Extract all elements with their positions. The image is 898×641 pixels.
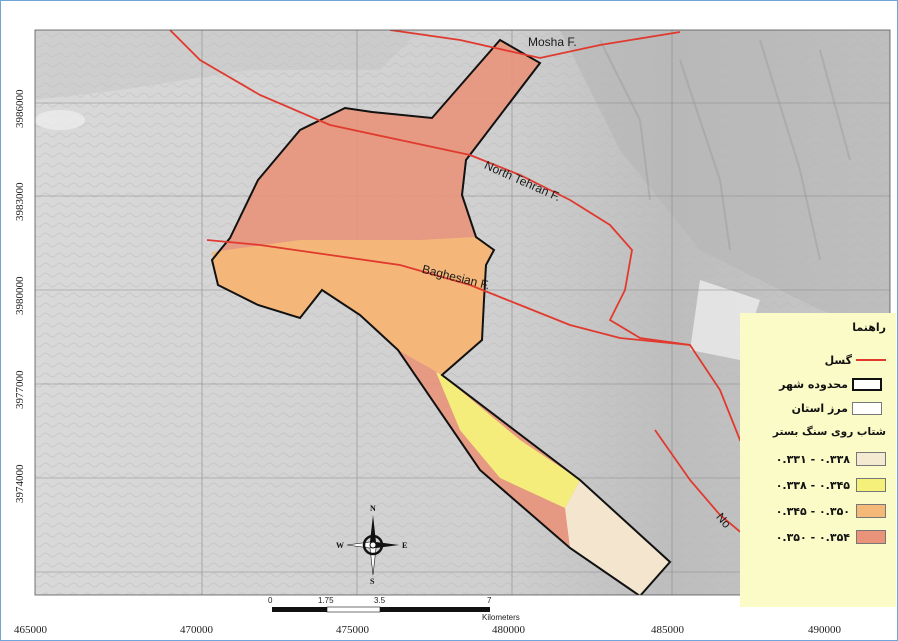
legend-class-label: ۰.۳۴۵ - ۰.۳۵۰ — [775, 504, 850, 518]
y-tick-label: 3977000 — [14, 370, 26, 410]
legend-fault-label: گسل — [824, 353, 852, 367]
x-tick-label: 480000 — [492, 624, 525, 636]
compass-east: E — [402, 541, 408, 550]
y-tick-label: 3986000 — [14, 89, 26, 129]
legend-class: ۰.۳۵۰ - ۰.۳۵۴ — [750, 524, 886, 550]
scale-bar — [272, 606, 490, 613]
legend-class-label: ۰.۳۳۸ - ۰.۳۴۵ — [775, 478, 850, 492]
fault-label-mosha: Mosha F. — [528, 35, 577, 49]
legend-class-swatch — [856, 530, 886, 544]
legend-class-label: ۰.۳۵۰ - ۰.۳۵۴ — [775, 530, 850, 544]
map-legend: راهنما گسل محدوده شهر مرز استان شتاب روی… — [740, 313, 896, 607]
x-tick-label: 490000 — [808, 624, 841, 636]
legend-class: ۰.۳۴۵ - ۰.۳۵۰ — [750, 498, 886, 524]
x-tick-label: 485000 — [651, 624, 684, 636]
y-tick-label: 3974000 — [14, 464, 26, 504]
fault-north-tehran — [169, 30, 791, 531]
legend-class-label: ۰.۳۳۱ - ۰.۳۳۸ — [775, 452, 850, 466]
legend-city-label: محدوده شهر — [779, 377, 848, 391]
legend-class-swatch — [856, 478, 886, 492]
x-tick-label: 470000 — [180, 624, 213, 636]
province-boundary-symbol — [852, 401, 882, 415]
city-boundary-symbol — [852, 377, 882, 391]
scale-tick: 3.5 — [374, 596, 386, 605]
legend-class: ۰.۳۳۱ - ۰.۳۳۸ — [750, 446, 886, 472]
x-tick-label: 465000 — [14, 624, 47, 636]
legend-class: ۰.۳۳۸ - ۰.۳۴۵ — [750, 472, 886, 498]
fault-mosha — [389, 30, 681, 59]
y-tick-label: 3983000 — [14, 182, 26, 222]
fault-baghesian — [206, 239, 691, 346]
legend-class-swatch — [856, 504, 886, 518]
compass-west: W — [336, 541, 344, 550]
compass-north: N — [370, 504, 376, 513]
legend-province-label: مرز استان — [791, 401, 848, 415]
x-tick-label: 475000 — [336, 624, 369, 636]
legend-item-province: مرز استان — [750, 396, 886, 420]
scale-unit: Kilometers — [482, 613, 520, 622]
y-tick-label: 3980000 — [14, 276, 26, 316]
fault-line-symbol — [856, 359, 886, 361]
compass-south: S — [370, 577, 375, 586]
legend-item-city: محدوده شهر — [750, 372, 886, 396]
legend-item-fault: گسل — [750, 348, 886, 372]
north-arrow — [346, 515, 399, 576]
scale-tick: 1.75 — [318, 596, 334, 605]
legend-title: راهنما — [852, 321, 886, 334]
scale-tick: 0 — [268, 596, 273, 605]
scale-tick: 7 — [487, 596, 492, 605]
legend-pga-heading: شتاب روی سنگ بستر — [772, 426, 886, 438]
legend-class-swatch — [856, 452, 886, 466]
